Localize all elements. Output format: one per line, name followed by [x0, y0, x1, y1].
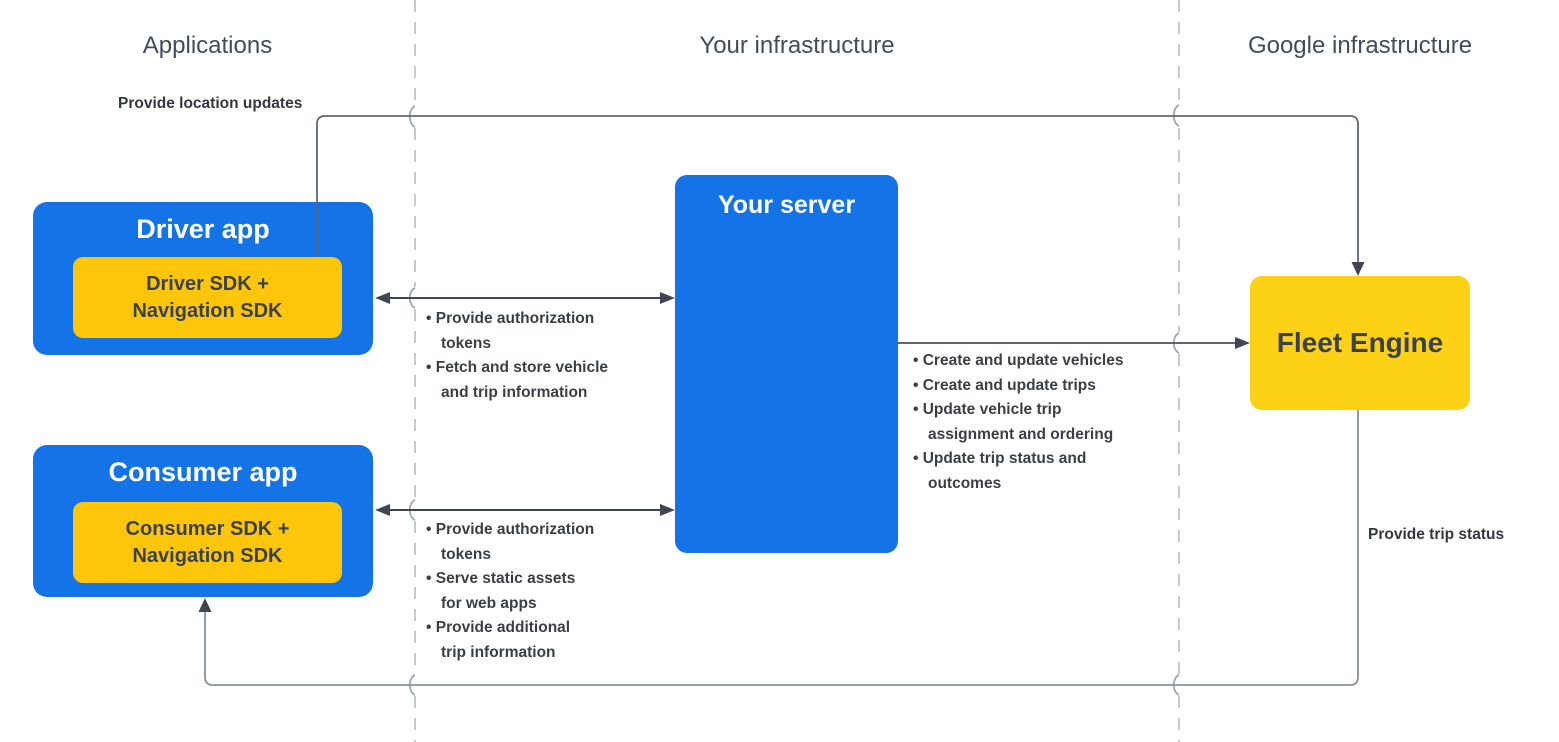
label-provide-trip-status: Provide trip status	[1368, 526, 1505, 543]
driver-app-title: Driver app	[136, 214, 270, 244]
fleet-engine-title: Fleet Engine	[1276, 327, 1444, 358]
bullet-item: Serve static assets for web apps	[426, 567, 661, 616]
bullet-item: Provide authorization tokens	[426, 518, 661, 567]
label-provide-location-updates: Provide location updates	[118, 95, 303, 112]
arrowhead-into-driver	[375, 292, 390, 304]
bullet-item: Update trip status and outcomes	[913, 447, 1183, 496]
arrowhead-into-server-top	[660, 292, 675, 304]
lane-header-your-infrastructure: Your infrastructure	[699, 32, 895, 59]
lane-header-applications: Applications	[142, 32, 273, 59]
consumer-sdk-box: Consumer SDK + Navigation SDK	[73, 502, 342, 583]
bullet-item: Create and update vehicles	[913, 349, 1183, 374]
bullet-item: Create and update trips	[913, 374, 1183, 399]
lane-header-google-infrastructure: Google infrastructure	[1247, 32, 1473, 59]
arrowhead-into-server-bottom	[660, 504, 675, 516]
consumer-app-title: Consumer app	[108, 457, 298, 487]
bullets-driver-server: Provide authorization tokens Fetch and s…	[426, 307, 661, 405]
arrowhead-into-fleet-top	[1351, 262, 1365, 276]
your-server-title: Your server	[717, 191, 856, 219]
node-consumer-app: Consumer app Consumer SDK + Navigation S…	[33, 445, 373, 597]
bullet-item: Fetch and store vehicle and trip informa…	[426, 356, 661, 405]
bullet-item: Provide authorization tokens	[426, 307, 661, 356]
node-driver-app: Driver app Driver SDK + Navigation SDK	[33, 202, 373, 355]
arrowhead-into-consumer-bottom	[198, 598, 212, 612]
bullet-item: Update vehicle trip assignment and order…	[913, 398, 1183, 447]
driver-sdk-box: Driver SDK + Navigation SDK	[73, 257, 342, 338]
arrowhead-into-fleet-left	[1235, 337, 1250, 349]
bullet-item: Provide additional trip information	[426, 616, 661, 665]
node-your-server: Your server	[675, 175, 898, 553]
arrowhead-into-consumer	[375, 504, 390, 516]
node-fleet-engine: Fleet Engine	[1250, 276, 1470, 410]
bullets-server-fleet: Create and update vehicles Create and up…	[913, 349, 1183, 496]
bullets-consumer-server: Provide authorization tokens Serve stati…	[426, 518, 661, 665]
